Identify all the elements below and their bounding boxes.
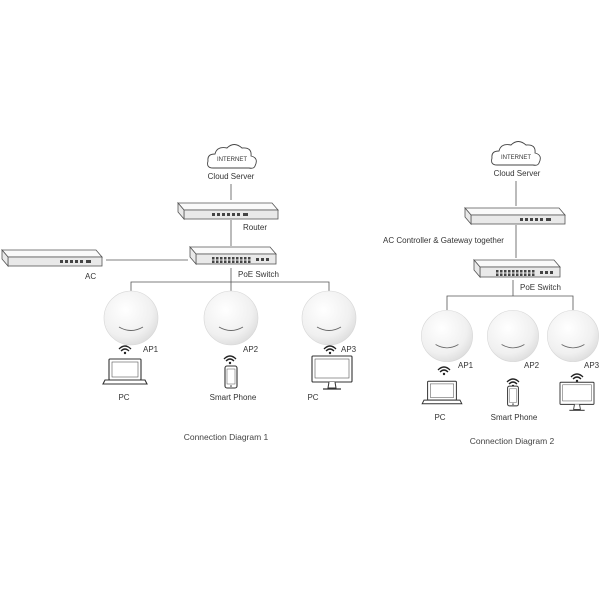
- ap-label: AP3: [341, 345, 357, 354]
- laptop-icon: [421, 380, 463, 405]
- connection-diagram-2: INTERNET Cloud Server AC Controller & Ga…: [383, 141, 600, 446]
- wire-switch-aps: [446, 295, 574, 310]
- access-point-icon: [420, 309, 474, 363]
- wifi-icon: [323, 345, 337, 355]
- desktop-monitor-icon: [559, 381, 595, 411]
- wifi-icon: [570, 373, 584, 383]
- wifi-icon: [223, 355, 237, 365]
- client-label: PC: [118, 393, 129, 402]
- diagram-caption: Connection Diagram 2: [470, 436, 555, 446]
- access-point-icon: [203, 290, 259, 346]
- cloud-server-label: Cloud Server: [494, 169, 541, 178]
- client-label: Smart Phone: [491, 413, 538, 422]
- cloud-label: INTERNET: [217, 157, 247, 163]
- wifi-icon: [437, 366, 451, 376]
- ap-label: AP1: [143, 345, 159, 354]
- wifi-icon: [118, 345, 132, 355]
- access-point-icon: [486, 309, 540, 363]
- client-label: PC: [307, 393, 318, 402]
- ac-label: AC: [85, 272, 96, 281]
- poe-switch-icon: [473, 259, 561, 278]
- diagram-caption: Connection Diagram 1: [184, 432, 269, 442]
- ap-label: AP2: [243, 345, 259, 354]
- client-label: Smart Phone: [210, 393, 257, 402]
- access-point-icon: [546, 309, 600, 363]
- ap-label: AP3: [584, 361, 600, 370]
- cloud-icon: [491, 141, 541, 166]
- controller-label: AC Controller & Gateway together: [383, 236, 504, 245]
- ap-label: AP2: [524, 361, 540, 370]
- smartphone-icon: [507, 385, 519, 407]
- ap-label: AP1: [458, 361, 474, 370]
- ac-controller-gateway-icon: [464, 207, 566, 225]
- desktop-monitor-icon: [311, 355, 353, 390]
- ac-icon: [1, 249, 103, 267]
- router-label: Router: [243, 223, 267, 232]
- cloud-label: INTERNET: [501, 155, 531, 161]
- client-label: PC: [434, 413, 445, 422]
- poe-switch-label: PoE Switch: [520, 283, 561, 292]
- poe-switch-icon: [189, 246, 277, 265]
- smartphone-icon: [224, 365, 238, 389]
- access-point-icon: [301, 290, 357, 346]
- router-icon: [177, 202, 279, 220]
- wire-switch-aps: [130, 281, 330, 292]
- connection-diagram-1: INTERNET Cloud Server Router: [1, 144, 357, 442]
- poe-switch-label: PoE Switch: [238, 270, 279, 279]
- access-point-icon: [103, 290, 159, 346]
- laptop-icon: [102, 358, 148, 385]
- cloud-server-label: Cloud Server: [208, 172, 255, 181]
